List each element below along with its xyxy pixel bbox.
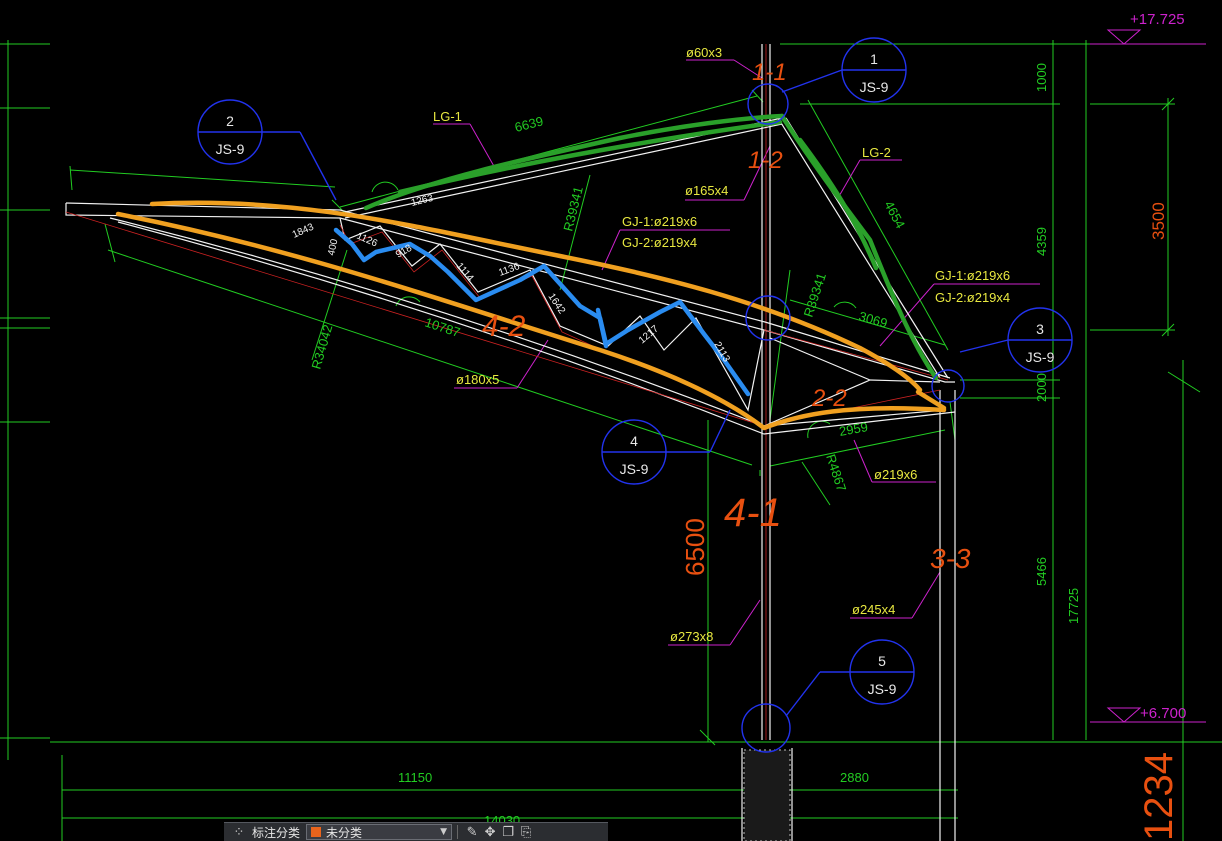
annotation-grid-icon[interactable]: ⁘ (233, 824, 245, 840)
callout-4-ref: JS-9 (620, 461, 649, 477)
label-gj-b1: GJ-1:ø219x6 (935, 268, 1010, 283)
callout-1-ref: JS-9 (860, 79, 889, 95)
markup-blue (333, 227, 751, 397)
label-pipe245: ø245x4 (852, 602, 895, 617)
markup-orange (115, 200, 947, 431)
callout-2-ref: JS-9 (216, 141, 245, 157)
dim-3500: 3500 (1149, 202, 1168, 240)
label-pipe165: ø165x4 (685, 183, 728, 198)
copy-icon[interactable]: ❐ (502, 824, 514, 840)
dim-1000: 1000 (1034, 63, 1049, 92)
label-lg2: LG-2 (862, 145, 891, 160)
dim-2880: 2880 (840, 770, 869, 785)
toolbar-divider (457, 825, 459, 839)
chevron-down-icon: ▼ (440, 827, 448, 837)
dim-2000: 2000 (1034, 373, 1049, 402)
elevation-mid: +6.700 (1140, 705, 1186, 722)
callout-bubbles (197, 37, 1073, 753)
member-length: 400 (326, 238, 340, 257)
dim-4359: 4359 (1034, 227, 1049, 256)
annotation-toolbar: ⁘ 标注分类 未分类 ▼ ✎ ✥ ❐ ⎘ (224, 822, 608, 841)
leader-lines (433, 29, 1206, 723)
handwritten-mark: 4-2 (482, 310, 526, 343)
markup-green (363, 113, 939, 381)
dim-1234: 1234 (1137, 752, 1181, 841)
category-dropdown[interactable]: 未分类 ▼ (306, 824, 453, 840)
callout-2-number: 2 (226, 113, 234, 129)
callout-3-number: 3 (1036, 321, 1044, 337)
callout-1-number: 1 (870, 51, 878, 67)
label-gj-b2: GJ-2:ø219x4 (935, 290, 1010, 305)
dim-5466: 5466 (1034, 557, 1049, 586)
dim-6639: 6639 (513, 113, 545, 135)
label-pipe180: ø180x5 (456, 372, 499, 387)
edit-icon[interactable]: ✎ (466, 824, 478, 840)
category-color-swatch (311, 827, 322, 837)
label-gj-a1: GJ-1:ø219x6 (622, 214, 697, 229)
elevation-top: +17.725 (1130, 11, 1185, 28)
label-pipe273: ø273x8 (670, 629, 713, 644)
callout-4-number: 4 (630, 433, 638, 449)
label-lg1: LG-1 (433, 109, 462, 124)
callout-5-number: 5 (878, 653, 886, 669)
dim-6500: 6500 (680, 518, 710, 576)
foundation-hatch (743, 749, 791, 841)
dim-17725: 17725 (1066, 588, 1081, 624)
label-pipe219: ø219x6 (874, 467, 917, 482)
move-icon[interactable]: ✥ (484, 824, 496, 840)
member-length: 1263 (410, 193, 435, 209)
category-value: 未分类 (326, 825, 363, 840)
dimension-lines (0, 40, 1222, 841)
handwritten-mark: 2-2 (811, 385, 847, 412)
handwritten-mark: 4-1 (724, 491, 782, 535)
callout-3-ref: JS-9 (1026, 349, 1055, 365)
paste-icon[interactable]: ⎘ (520, 824, 532, 840)
callout-5-ref: JS-9 (868, 681, 897, 697)
handwritten-mark: 1-2 (748, 147, 783, 174)
dim-2959: 2959 (838, 419, 869, 439)
dim-11150: 11150 (398, 770, 432, 785)
label-gj-a2: GJ-2:ø219x4 (622, 235, 697, 250)
steel-structure (65, 44, 956, 841)
handwritten-mark: 3-3 (930, 543, 971, 574)
label-pipe-top: ø60x3 (686, 45, 722, 60)
handwritten-mark: 1-1 (752, 59, 787, 86)
category-label: 标注分类 (252, 825, 301, 840)
